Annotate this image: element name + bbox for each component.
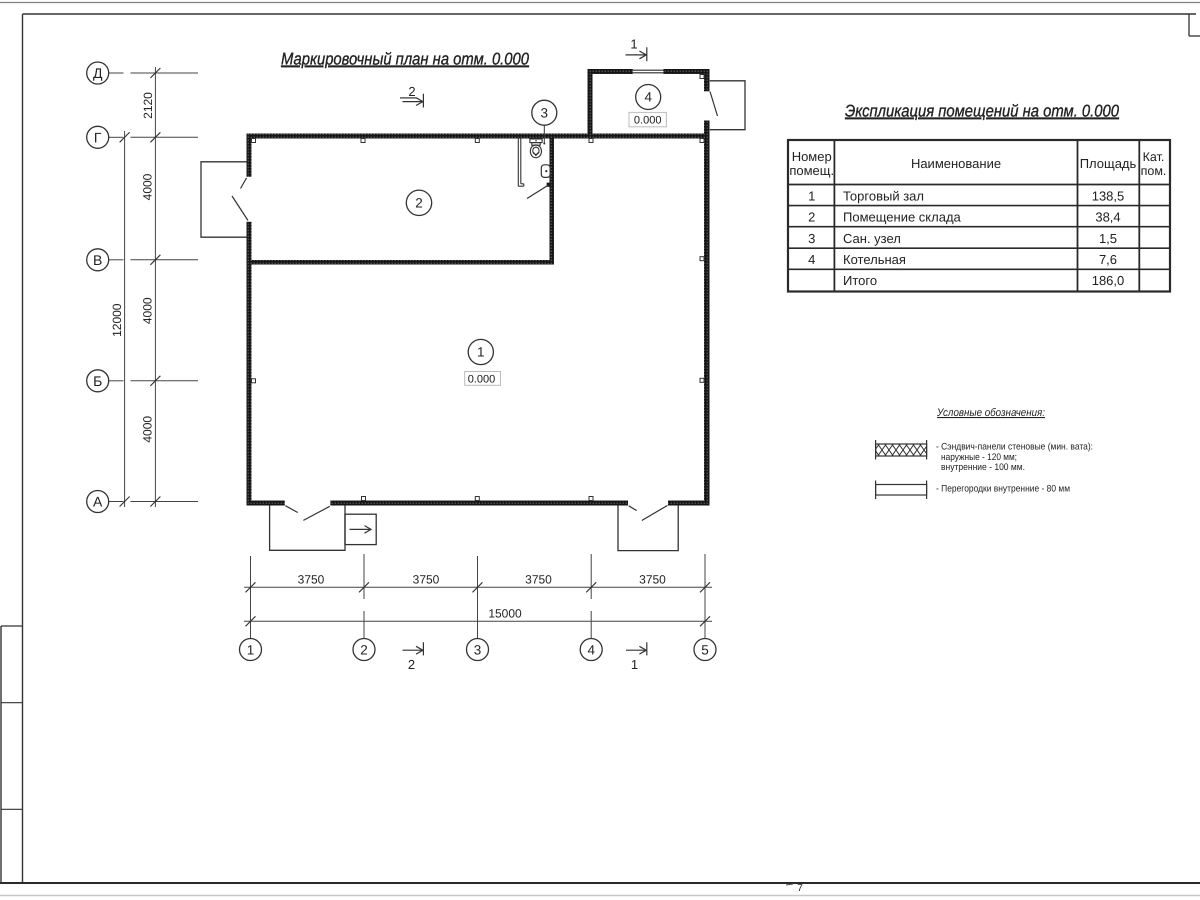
svg-text:1: 1 — [808, 189, 815, 204]
svg-text:2120: 2120 — [141, 92, 155, 119]
svg-text:5: 5 — [701, 642, 709, 657]
svg-text:пом.: пом. — [1141, 164, 1167, 178]
svg-text:2: 2 — [808, 210, 815, 225]
svg-text:7,6: 7,6 — [1099, 252, 1117, 267]
svg-text:Д: Д — [93, 65, 103, 81]
svg-text:Площадь: Площадь — [1080, 156, 1137, 171]
svg-text:Экспликация помещений на отм.: Экспликация помещений на отм. 0.000 — [845, 102, 1119, 121]
svg-text:12000: 12000 — [110, 303, 124, 337]
svg-text:2: 2 — [415, 195, 423, 210]
svg-text:Г: Г — [94, 129, 102, 145]
svg-text:186,0: 186,0 — [1092, 273, 1125, 288]
svg-text:Условные обозначения:: Условные обозначения: — [936, 407, 1045, 419]
svg-text:Кат.: Кат. — [1143, 150, 1165, 164]
svg-text:1: 1 — [630, 37, 637, 52]
svg-text:0.000: 0.000 — [634, 115, 662, 127]
svg-text:Итого: Итого — [843, 273, 877, 288]
svg-text:38,4: 38,4 — [1095, 210, 1120, 225]
svg-text:4000: 4000 — [141, 416, 155, 443]
svg-text:3: 3 — [541, 105, 549, 120]
svg-text:1: 1 — [631, 657, 638, 672]
svg-text:Торговый зал: Торговый зал — [843, 189, 924, 204]
svg-text:3: 3 — [808, 231, 815, 246]
svg-text:4: 4 — [808, 252, 815, 267]
svg-text:4000: 4000 — [141, 173, 155, 200]
svg-text:2: 2 — [360, 642, 368, 657]
svg-text:2: 2 — [408, 657, 415, 672]
svg-text:А: А — [93, 494, 103, 510]
svg-text:7: 7 — [797, 883, 803, 894]
svg-text:3750: 3750 — [298, 573, 325, 587]
svg-text:4: 4 — [587, 642, 595, 657]
svg-text:В: В — [93, 252, 102, 268]
svg-text:наружные - 120 мм;: наружные - 120 мм; — [941, 452, 1017, 463]
svg-text:Наименование: Наименование — [911, 156, 1001, 171]
svg-text:- Перегородки внутренние - 80: - Перегородки внутренние - 80 мм — [936, 484, 1070, 495]
svg-text:1: 1 — [247, 642, 255, 657]
svg-text:Помещение склада: Помещение склада — [843, 210, 962, 225]
svg-text:Маркировочный план на отм. 0.0: Маркировочный план на отм. 0.000 — [281, 50, 529, 69]
svg-text:138,5: 138,5 — [1092, 189, 1125, 204]
svg-text:4000: 4000 — [141, 297, 155, 324]
svg-text:2: 2 — [408, 84, 415, 99]
svg-text:3750: 3750 — [413, 573, 440, 587]
svg-text:15000: 15000 — [488, 607, 522, 621]
svg-text:0.000: 0.000 — [468, 373, 496, 385]
svg-text:3750: 3750 — [525, 573, 552, 587]
svg-text:Б: Б — [93, 373, 102, 389]
svg-text:1: 1 — [477, 345, 485, 360]
svg-text:Сан. узел: Сан. узел — [843, 231, 901, 246]
svg-text:1,5: 1,5 — [1099, 231, 1117, 246]
svg-text:внутренние - 100 мм.: внутренние - 100 мм. — [941, 462, 1025, 473]
svg-text:3: 3 — [474, 642, 482, 657]
svg-text:4: 4 — [644, 90, 652, 105]
svg-text:помещ.: помещ. — [789, 163, 834, 178]
svg-text:Номер: Номер — [792, 149, 832, 164]
svg-text:3750: 3750 — [639, 573, 666, 587]
svg-text:- Сэндвич-панели стеновые (мин: - Сэндвич-панели стеновые (мин. вата): — [936, 442, 1093, 453]
svg-text:Котельная: Котельная — [843, 252, 906, 267]
